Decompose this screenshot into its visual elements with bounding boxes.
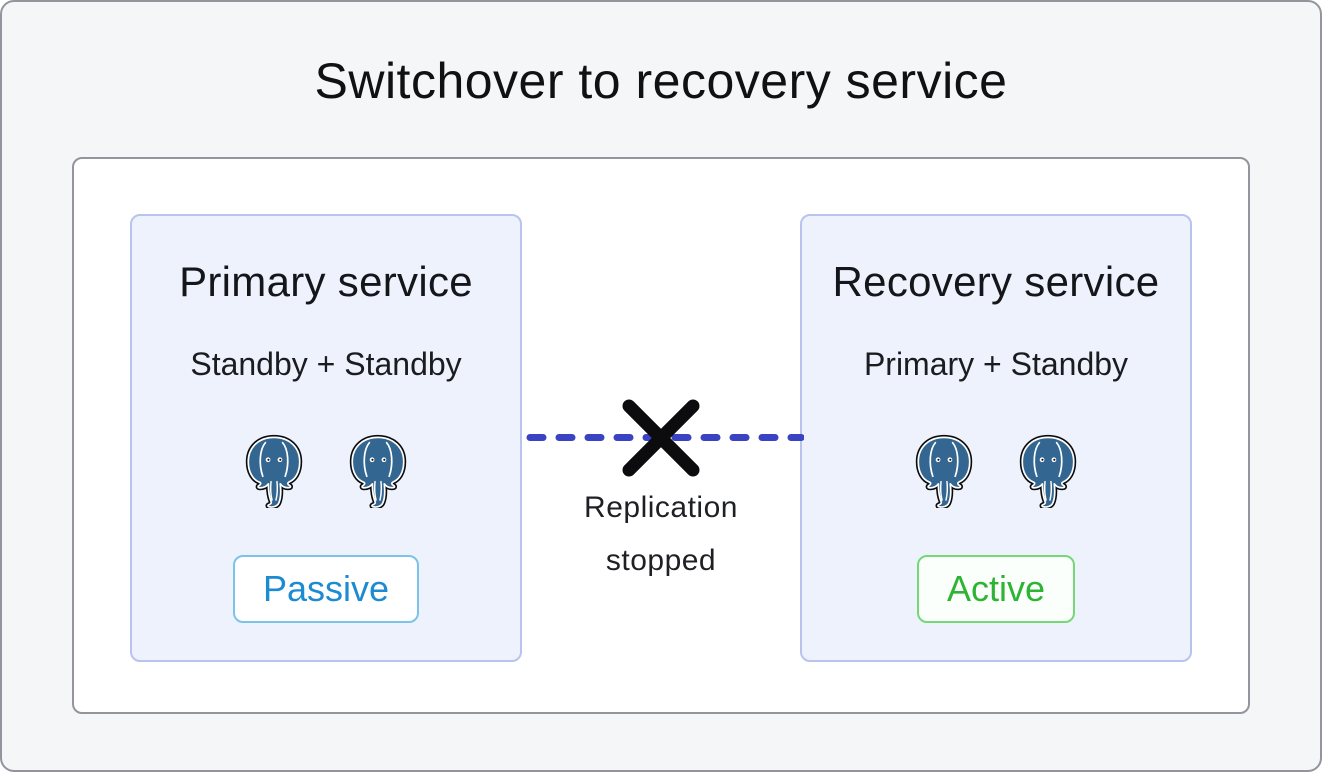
replication-stopped-x-icon — [622, 399, 700, 477]
replication-status-label: Replication stopped — [522, 481, 800, 587]
postgresql-elephant-icon — [1019, 434, 1077, 508]
recovery-service-title: Recovery service — [832, 258, 1160, 305]
postgresql-elephant-icon — [915, 434, 973, 508]
primary-status-badge: Passive — [232, 555, 420, 623]
postgresql-elephant-icon — [245, 434, 303, 508]
recovery-service-nodes — [911, 434, 1081, 508]
recovery-service-card: Recovery service Primary + Standby — [800, 214, 1192, 662]
postgresql-elephant-icon — [349, 434, 407, 508]
recovery-service-roles: Primary + Standby — [863, 346, 1129, 382]
replication-status-line2: stopped — [605, 544, 717, 577]
primary-service-card: Primary service Standby + Standby — [130, 214, 522, 662]
primary-service-nodes — [241, 434, 411, 508]
recovery-status-badge: Active — [916, 555, 1076, 623]
services-panel: Primary service Standby + Standby — [72, 157, 1250, 714]
replication-connection: Replication stopped — [522, 214, 804, 662]
replication-dashed-line — [526, 434, 804, 441]
primary-service-title: Primary service — [179, 258, 473, 305]
primary-service-roles: Standby + Standby — [190, 346, 462, 382]
replication-status-line1: Replication — [584, 491, 738, 524]
diagram-title: Switchover to recovery service — [314, 53, 1008, 109]
